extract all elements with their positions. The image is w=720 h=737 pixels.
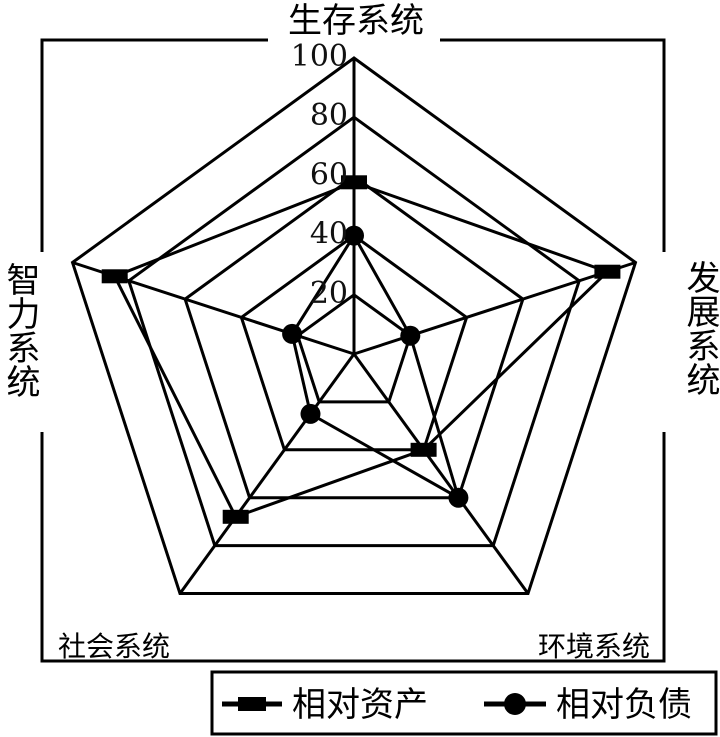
grid-ring-100 — [70, 56, 638, 595]
data-point-assets-3 — [222, 509, 249, 524]
legend: 相对资产 相对负债 — [210, 670, 718, 736]
tick-label-20: 20 — [310, 276, 348, 311]
data-point-liabilities-0 — [344, 225, 364, 246]
data-point-assets-1 — [594, 264, 621, 279]
tick-label-60: 60 — [310, 157, 348, 192]
axis-spoke-2 — [352, 353, 530, 595]
data-point-liabilities-3 — [300, 403, 321, 424]
grid-ring-20 — [295, 292, 413, 404]
grid-ring-80 — [127, 115, 581, 548]
label-mask-left — [20, 252, 66, 432]
radar-series — [101, 175, 621, 524]
grid-ring-60 — [183, 174, 525, 500]
grid-ring-40 — [239, 233, 469, 452]
axis-label-intellect: 智力系统 — [0, 262, 40, 398]
radar-ticks: 20 40 60 80 100 — [291, 39, 348, 311]
data-point-assets-4 — [101, 269, 128, 284]
series-line-1 — [290, 232, 461, 501]
data-point-assets-0 — [341, 175, 367, 190]
axis-spoke-3 — [178, 353, 356, 595]
tick-label-100: 100 — [291, 39, 348, 74]
data-point-liabilities-1 — [400, 325, 421, 346]
axis-label-environment: 环境系统 — [538, 630, 650, 663]
data-point-assets-2 — [410, 442, 437, 457]
legend-item-assets: 相对资产 — [222, 685, 428, 725]
legend-label-liabilities: 相对负债 — [556, 685, 692, 725]
legend-marker-square — [238, 697, 266, 711]
data-point-liabilities-2 — [448, 487, 469, 508]
legend-marker-circle — [504, 693, 526, 715]
data-point-liabilities-4 — [282, 323, 303, 344]
legend-frame — [210, 670, 718, 736]
axis-label-development: 发展系统 — [680, 260, 720, 396]
label-mask-right — [662, 252, 718, 432]
label-mask-top — [268, 20, 440, 56]
legend-item-liabilities: 相对负债 — [484, 685, 692, 725]
legend-label-assets: 相对资产 — [292, 685, 428, 725]
axis-label-social: 社会系统 — [58, 630, 170, 663]
series-line-0 — [112, 180, 611, 519]
axis-label-survival: 生存系统 — [288, 1, 424, 41]
tick-label-40: 40 — [310, 217, 348, 252]
tick-label-80: 80 — [310, 98, 348, 133]
